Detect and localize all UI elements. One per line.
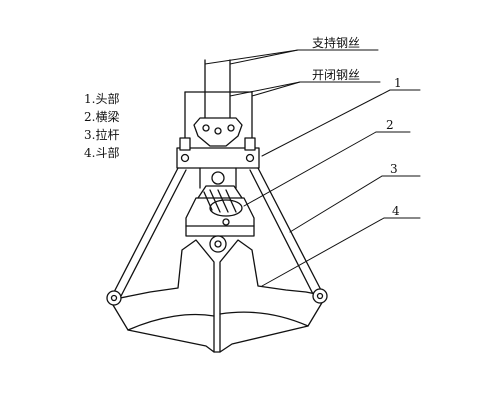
part-number-4: 4	[392, 204, 400, 218]
pull-rods	[112, 168, 322, 298]
legend-item-bucket: 4.斗部	[84, 146, 120, 160]
parts-legend: 1.头部 2.横梁 3.拉杆 4.斗部	[84, 90, 119, 162]
bucket	[107, 240, 327, 352]
support-wire-label: 支持钢丝	[312, 36, 361, 50]
part-number-1: 1	[394, 76, 402, 90]
legend-item-crossbeam: 2.横梁	[84, 110, 120, 124]
head-plate	[194, 118, 242, 146]
legend-item-pull-rod: 3.拉杆	[84, 128, 120, 142]
part-number-3: 3	[390, 162, 398, 176]
part-leaders	[244, 90, 420, 286]
part-number-2: 2	[386, 118, 394, 132]
callout-leaders	[205, 50, 380, 96]
center-pivot	[210, 236, 226, 252]
open-close-wire-label: 开闭钢丝	[312, 68, 361, 82]
head-beam	[177, 138, 259, 188]
legend-item-head: 1.头部	[84, 92, 120, 106]
lower-beam	[186, 186, 254, 236]
